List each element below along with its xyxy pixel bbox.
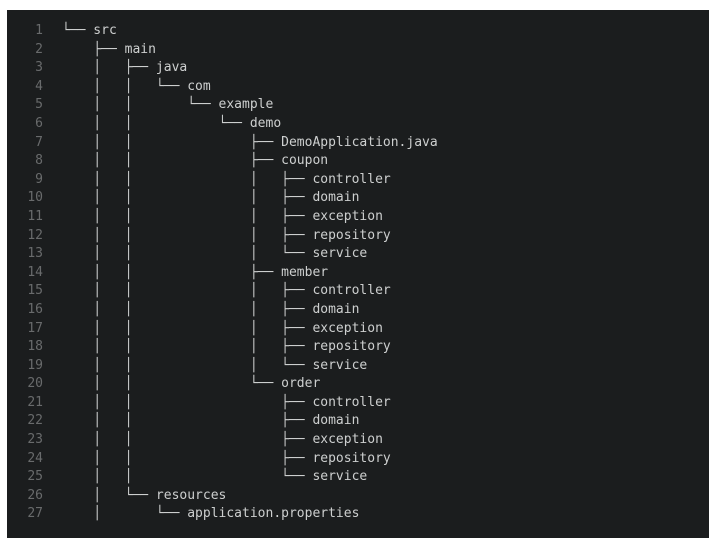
line-number: 22 [27,413,43,429]
tree-line-text: │ │ │ ├── controller [62,283,391,299]
line-number: 4 [35,78,43,94]
code-line: 5 │ │ └── example [7,96,709,115]
line-number: 18 [27,339,43,355]
code-line: 23 │ │ ├── exception [7,431,709,450]
tree-line-text: │ │ └── com [62,78,211,94]
line-number: 12 [27,227,43,243]
code-line: 14 │ │ ├── member [7,264,709,283]
line-number: 14 [27,264,43,280]
tree-line-text: ├── main [62,41,156,57]
code-line: 3 │ ├── java [7,59,709,78]
code-line: 15 │ │ │ ├── controller [7,282,709,301]
code-line: 25 │ │ └── service [7,468,709,487]
tree-line-text: │ ├── java [62,60,188,76]
tree-line-text: │ │ └── demo [62,115,282,131]
line-number: 11 [27,208,43,224]
tree-line-text: │ │ ├── exception [62,432,383,448]
line-number: 20 [27,376,43,392]
tree-line-text: │ │ └── service [62,469,368,485]
code-line: 18 │ │ │ ├── repository [7,338,709,357]
tree-line-text: │ │ ├── DemoApplication.java [62,134,438,150]
code-line: 4 │ │ └── com [7,78,709,97]
code-line: 1 └── src [7,22,709,41]
line-number: 3 [35,60,43,76]
code-line: 13 │ │ │ └── service [7,245,709,264]
tree-line-text: │ │ ├── repository [62,450,391,466]
line-number: 16 [27,301,43,317]
line-number: 19 [27,357,43,373]
line-number: 27 [27,506,43,522]
line-number: 23 [27,432,43,448]
line-number: 21 [27,394,43,410]
line-number: 9 [35,171,43,187]
tree-line-text: │ │ │ ├── exception [62,320,383,336]
code-line: 9 │ │ │ ├── controller [7,171,709,190]
line-number: 8 [35,153,43,169]
tree-line-text: │ └── resources [62,487,227,503]
tree-line-text: │ │ └── order [62,376,321,392]
code-line: 12 │ │ │ ├── repository [7,227,709,246]
code-line: 2 ├── main [7,41,709,60]
tree-line-text: │ │ ├── member [62,264,329,280]
code-line: 27 │ └── application.properties [7,505,709,524]
code-line: 19 │ │ │ └── service [7,357,709,376]
line-number: 24 [27,450,43,466]
line-number: 17 [27,320,43,336]
tree-line-text: └── src [62,23,117,38]
code-line: 16 │ │ │ ├── domain [7,301,709,320]
tree-line-text: │ │ │ └── service [62,357,368,373]
code-line: 20 │ │ └── order [7,375,709,394]
code-line: 26 │ └── resources [7,487,709,506]
line-number: 26 [27,487,43,503]
code-line: 24 │ │ ├── repository [7,450,709,469]
tree-line-text: │ │ │ ├── repository [62,227,391,243]
line-number: 1 [35,23,43,38]
tree-line-text: │ │ │ ├── domain [62,301,360,317]
tree-line-text: │ │ │ ├── repository [62,339,391,355]
code-line: 21 │ │ ├── controller [7,394,709,413]
tree-line-text: │ │ │ └── service [62,246,368,262]
code-line: 10 │ │ │ ├── domain [7,189,709,208]
line-number: 5 [35,97,43,113]
tree-line-text: │ │ │ ├── exception [62,208,383,224]
code-line: 8 │ │ ├── coupon [7,152,709,171]
tree-line-text: │ │ │ ├── controller [62,171,391,187]
tree-line-text: │ │ └── example [62,97,274,113]
line-number: 7 [35,134,43,150]
line-number: 15 [27,283,43,299]
code-line: 17 │ │ │ ├── exception [7,320,709,339]
code-line: 22 │ │ ├── domain [7,412,709,431]
tree-line-text: │ │ ├── coupon [62,153,329,169]
tree-line-text: │ │ ├── controller [62,394,391,410]
line-number: 10 [27,190,43,206]
line-number: 6 [35,115,43,131]
code-line: 11 │ │ │ ├── exception [7,208,709,227]
tree-line-text: │ │ ├── domain [62,413,360,429]
tree-line-text: │ └── application.properties [62,506,360,522]
code-line: 7 │ │ ├── DemoApplication.java [7,134,709,153]
line-number: 2 [35,41,43,57]
line-number: 25 [27,469,43,485]
code-line: 6 │ │ └── demo [7,115,709,134]
line-number: 13 [27,246,43,262]
tree-line-text: │ │ │ ├── domain [62,190,360,206]
